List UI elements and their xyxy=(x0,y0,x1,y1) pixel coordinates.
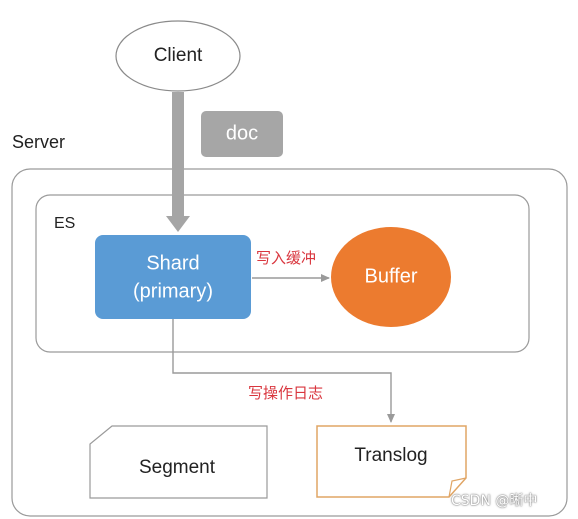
watermark-text: CSDN @晰中 xyxy=(451,493,538,509)
client-to-shard-arrow-head xyxy=(166,216,190,232)
shard-label-line1: Shard xyxy=(146,252,200,275)
translog-node xyxy=(316,425,467,498)
buffer-label: Buffer xyxy=(364,265,418,288)
shard-label-line2: (primary) xyxy=(133,280,213,303)
es-label: ES xyxy=(54,215,76,232)
client-to-shard-arrow-shaft xyxy=(172,92,184,217)
translog-label: Translog xyxy=(354,445,428,466)
write-log-edge-label: 写操作日志 xyxy=(248,384,324,402)
doc-node xyxy=(201,111,283,157)
shard-to-translog-arrow xyxy=(172,319,395,423)
buffer-node xyxy=(331,227,451,327)
segment-label: Segment xyxy=(138,457,216,478)
segment-node xyxy=(89,425,268,499)
translog-fold xyxy=(448,477,467,498)
doc-label: doc xyxy=(225,122,259,145)
client-label: Client xyxy=(153,45,203,66)
shard-node xyxy=(95,235,251,319)
client-node xyxy=(115,20,241,92)
server-label: Server xyxy=(12,132,66,152)
write-buffer-edge-label: 写入缓冲 xyxy=(256,249,317,267)
